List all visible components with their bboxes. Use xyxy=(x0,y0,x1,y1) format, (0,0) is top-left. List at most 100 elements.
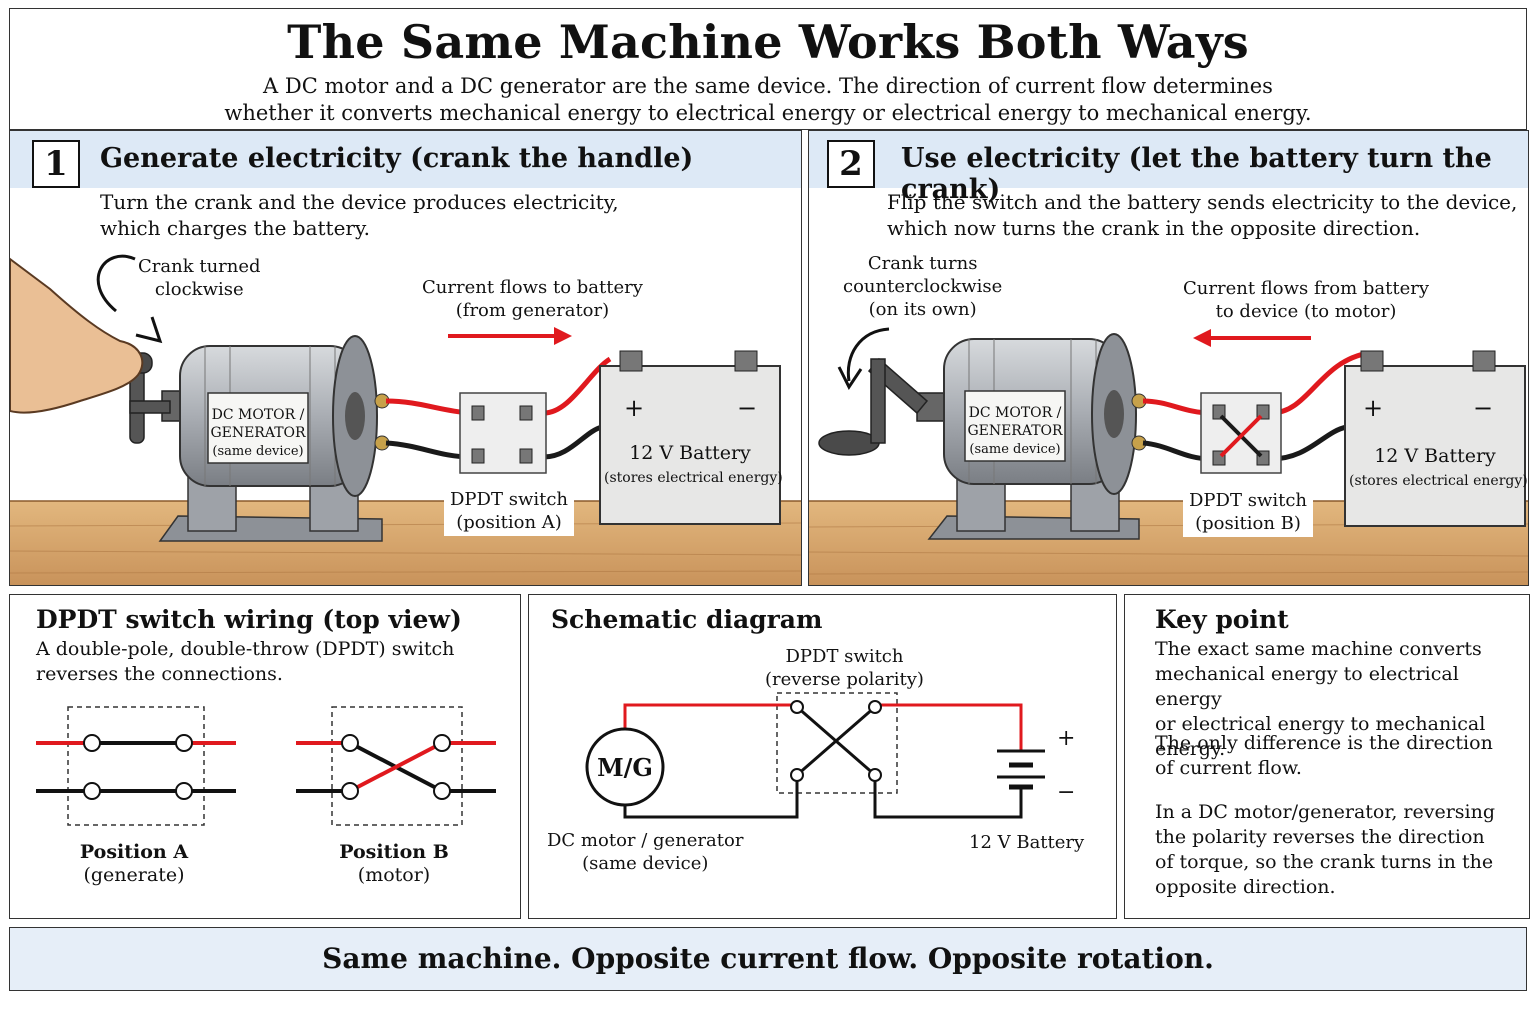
key-point-p1-line-1: The exact same machine converts xyxy=(1155,638,1482,660)
panel2-title: Use electricity (let the battery turn th… xyxy=(901,143,1492,205)
device-label-line-1: DC MOTOR / xyxy=(969,405,1062,421)
battery-minus: − xyxy=(737,394,757,422)
crank-counterclockwise-label: Crank turns counterclockwise (on its own… xyxy=(843,252,1002,321)
crank-direction-arrow-icon xyxy=(96,254,163,344)
panel1-title: Generate electricity (crank the handle) xyxy=(100,143,694,174)
position-a-diagram xyxy=(36,706,236,826)
position-b-subtitle: (motor) xyxy=(357,864,431,886)
key-point-p1-line-2: mechanical energy to electrical energy xyxy=(1155,663,1459,710)
panel2-desc-line-1: Flip the switch and the battery sends el… xyxy=(887,190,1518,214)
current-label-line-1: Current flows from battery xyxy=(1183,278,1430,299)
crank-label-line-1: Crank turned xyxy=(138,256,261,277)
switch-label-line-2: (position A) xyxy=(456,512,562,533)
panel-generate: DC MOTOR / GENERATOR (same device) + − xyxy=(9,130,802,586)
wiring-description: A double-pole, double-throw (DPDT) switc… xyxy=(36,637,454,687)
crank-clockwise-label: Crank turned clockwise xyxy=(138,255,261,301)
battery-label: 12 V Battery (stores electrical energy) xyxy=(604,442,783,490)
key-point-p3-line-2: the polarity reverses the direction xyxy=(1155,826,1485,848)
schematic-motor-line-2: (same device) xyxy=(582,853,709,874)
device-label-line-2: GENERATOR xyxy=(967,423,1063,439)
subtitle-line-1: A DC motor and a DC generator are the sa… xyxy=(263,74,1273,98)
battery-minus: − xyxy=(1473,394,1493,422)
negative-wire xyxy=(385,440,471,460)
key-point-paragraph-2: The only difference is the direction of … xyxy=(1155,731,1493,781)
battery-plus: + xyxy=(624,394,644,422)
schematic-switch-line-1: DPDT switch xyxy=(785,646,904,667)
schematic-diagram: M/G + − xyxy=(585,692,1075,819)
positive-path xyxy=(881,703,1023,751)
subtitle-line-2: whether it converts mechanical energy to… xyxy=(224,101,1312,125)
battery-subtitle: (stores electrical energy) xyxy=(604,470,783,486)
position-b-diagram xyxy=(296,706,496,826)
motor-illustration: DC MOTOR / GENERATOR (same device) + − xyxy=(809,327,1528,585)
switch-position-a-label: DPDT switch (position A) xyxy=(444,486,575,536)
wiring-panel: DPDT switch wiring (top view) A double-p… xyxy=(9,594,521,919)
key-point-paragraph-3: In a DC motor/generator, reversing the p… xyxy=(1155,800,1495,900)
dpdt-switch-icon xyxy=(459,392,547,474)
panel1-number: 1 xyxy=(32,140,80,188)
switch-label-line-2: (position B) xyxy=(1195,513,1301,534)
current-label-line-2: to device (to motor) xyxy=(1215,301,1397,322)
schematic-motor-label: DC motor / generator (same device) xyxy=(547,829,743,875)
key-point-p2-line-2: of current flow. xyxy=(1155,757,1302,779)
current-label-line-1: Current flows to battery xyxy=(422,277,643,298)
page-subtitle: A DC motor and a DC generator are the sa… xyxy=(10,73,1526,127)
motor-generator-icon xyxy=(179,335,378,497)
positive-path xyxy=(623,703,791,735)
wiring-desc-line-2: reverses the connections. xyxy=(36,663,283,685)
panel2-number: 2 xyxy=(827,140,875,188)
current-arrow-left-icon xyxy=(1193,329,1311,347)
battery-subtitle: (stores electrical energy) xyxy=(1349,473,1528,489)
schematic-battery-label: 12 V Battery xyxy=(969,832,1085,853)
device-label-line-1: DC MOTOR / xyxy=(212,407,305,423)
positive-wire xyxy=(385,398,471,416)
motor-generator-symbol xyxy=(585,727,665,807)
panel2-description: Flip the switch and the battery sends el… xyxy=(887,189,1517,241)
mg-symbol-label: M/G xyxy=(597,753,653,782)
key-point-p3-line-1: In a DC motor/generator, reversing xyxy=(1155,801,1496,823)
hand-icon xyxy=(10,257,144,414)
wiring-desc-line-1: A double-pole, double-throw (DPDT) switc… xyxy=(36,638,455,660)
crank-label-line-1: Crank turns xyxy=(867,253,978,274)
crank-label-line-3: (on its own) xyxy=(868,299,977,320)
panel1-header: 1 Generate electricity (crank the handle… xyxy=(10,131,801,188)
wiring-title: DPDT switch wiring (top view) xyxy=(36,605,462,634)
switch-label-line-1: DPDT switch xyxy=(450,489,569,510)
footer-text: Same machine. Opposite current flow. Opp… xyxy=(322,942,1214,975)
panel1-description: Turn the crank and the device produces e… xyxy=(100,189,619,241)
panel1-desc-line-1: Turn the crank and the device produces e… xyxy=(100,190,619,214)
device-label-line-2: GENERATOR xyxy=(210,425,306,441)
key-point-p1-line-3: or electrical energy to mechanical energ… xyxy=(1155,713,1486,760)
schematic-plus: + xyxy=(1057,726,1075,751)
crank-handle-icon xyxy=(818,357,948,456)
header-banner: The Same Machine Works Both Ways A DC mo… xyxy=(9,8,1527,130)
panel-motor: DC MOTOR / GENERATOR (same device) + − xyxy=(808,130,1529,586)
battery-title: 12 V Battery xyxy=(629,442,751,464)
schematic-switch-label: DPDT switch (reverse polarity) xyxy=(765,645,924,691)
key-point-p3-line-3: of torque, so the crank turns in the xyxy=(1155,851,1494,873)
schematic-motor-line-1: DC motor / generator xyxy=(547,830,744,851)
panel2-header: 2 Use electricity (let the battery turn … xyxy=(809,131,1528,205)
crank-label-line-2: counterclockwise xyxy=(843,276,1003,297)
crank-direction-arrow-icon xyxy=(837,327,890,390)
panel1-desc-line-2: which charges the battery. xyxy=(100,216,370,240)
position-a-subtitle: (generate) xyxy=(83,864,185,886)
schematic-title: Schematic diagram xyxy=(551,605,823,634)
battery-title: 12 V Battery xyxy=(1374,445,1496,467)
battery-label: 12 V Battery (stores electrical energy) xyxy=(1349,445,1528,493)
device-label-line-3: (same device) xyxy=(212,444,303,459)
schematic-panel: M/G + − Schematic diagram DPDT switch (r… xyxy=(528,594,1117,919)
negative-path xyxy=(623,779,799,819)
battery-plus: + xyxy=(1363,394,1383,422)
current-from-battery-label: Current flows from battery to device (to… xyxy=(1183,277,1429,323)
position-b-label: Position B (motor) xyxy=(334,841,454,887)
schematic-switch-line-2: (reverse polarity) xyxy=(765,669,924,690)
device-label-line-3: (same device) xyxy=(969,442,1060,457)
key-point-paragraph-1: The exact same machine converts mechanic… xyxy=(1155,637,1529,762)
position-a-label: Position A (generate) xyxy=(74,841,194,887)
dpdt-switch-icon xyxy=(1200,392,1282,474)
position-a-title: Position A xyxy=(79,841,189,863)
position-b-title: Position B xyxy=(339,841,449,863)
battery-icon xyxy=(599,350,781,525)
switch-label-line-1: DPDT switch xyxy=(1189,490,1308,511)
